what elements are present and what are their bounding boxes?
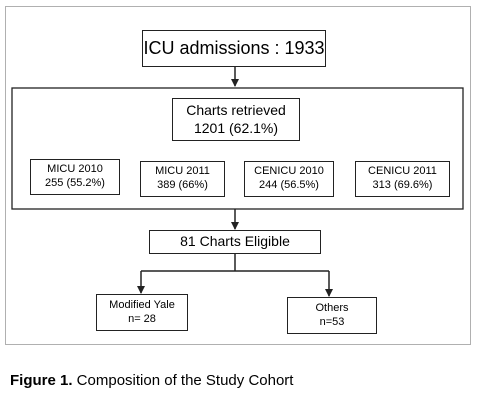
unit-box-micu-2011: MICU 2011 389 (66%)	[140, 161, 225, 197]
unit-box-micu-2010: MICU 2010 255 (55.2%)	[30, 159, 120, 195]
unit-value: 255 (55.2%)	[45, 177, 105, 189]
retrieved-label: Charts retrieved	[186, 102, 286, 118]
outcome-box-modified-yale: Modified Yale n= 28	[96, 294, 188, 331]
outcome-label: Modified Yale	[109, 298, 175, 311]
outcome-value: n=53	[319, 315, 345, 328]
eligible-text: 81 Charts Eligible	[180, 233, 290, 250]
retrieved-box: Charts retrieved 1201 (62.1%)	[172, 98, 300, 141]
caption-label: Figure 1.	[10, 372, 73, 389]
unit-name: CENICU 2010	[254, 165, 324, 178]
caption-text: Composition of the Study Cohort	[72, 372, 294, 389]
figure-frame	[5, 6, 471, 345]
retrieved-group-container	[11, 87, 464, 210]
unit-box-cenicu-2011: CENICU 2011 313 (69.6%)	[355, 161, 450, 197]
retrieved-value: 1201 (62.1%)	[193, 119, 279, 136]
unit-name: MICU 2011	[155, 165, 210, 178]
unit-value: 313 (69.6%)	[372, 179, 433, 191]
unit-value: 244 (56.5%)	[259, 179, 319, 191]
unit-box-cenicu-2010: CENICU 2010 244 (56.5%)	[244, 161, 334, 197]
admissions-text: ICU admissions : 1933	[143, 38, 325, 59]
outcome-label: Others	[315, 301, 349, 314]
outcome-value: n= 28	[128, 312, 156, 325]
eligible-box: 81 Charts Eligible	[149, 230, 321, 254]
unit-name: MICU 2010	[47, 163, 103, 176]
figure-caption: Figure 1. Composition of the Study Cohor…	[10, 372, 293, 389]
unit-value: 389 (66%)	[157, 179, 208, 191]
admissions-box: ICU admissions : 1933	[142, 30, 326, 67]
outcome-box-others: Others n=53	[287, 297, 377, 334]
unit-name: CENICU 2011	[368, 165, 437, 178]
